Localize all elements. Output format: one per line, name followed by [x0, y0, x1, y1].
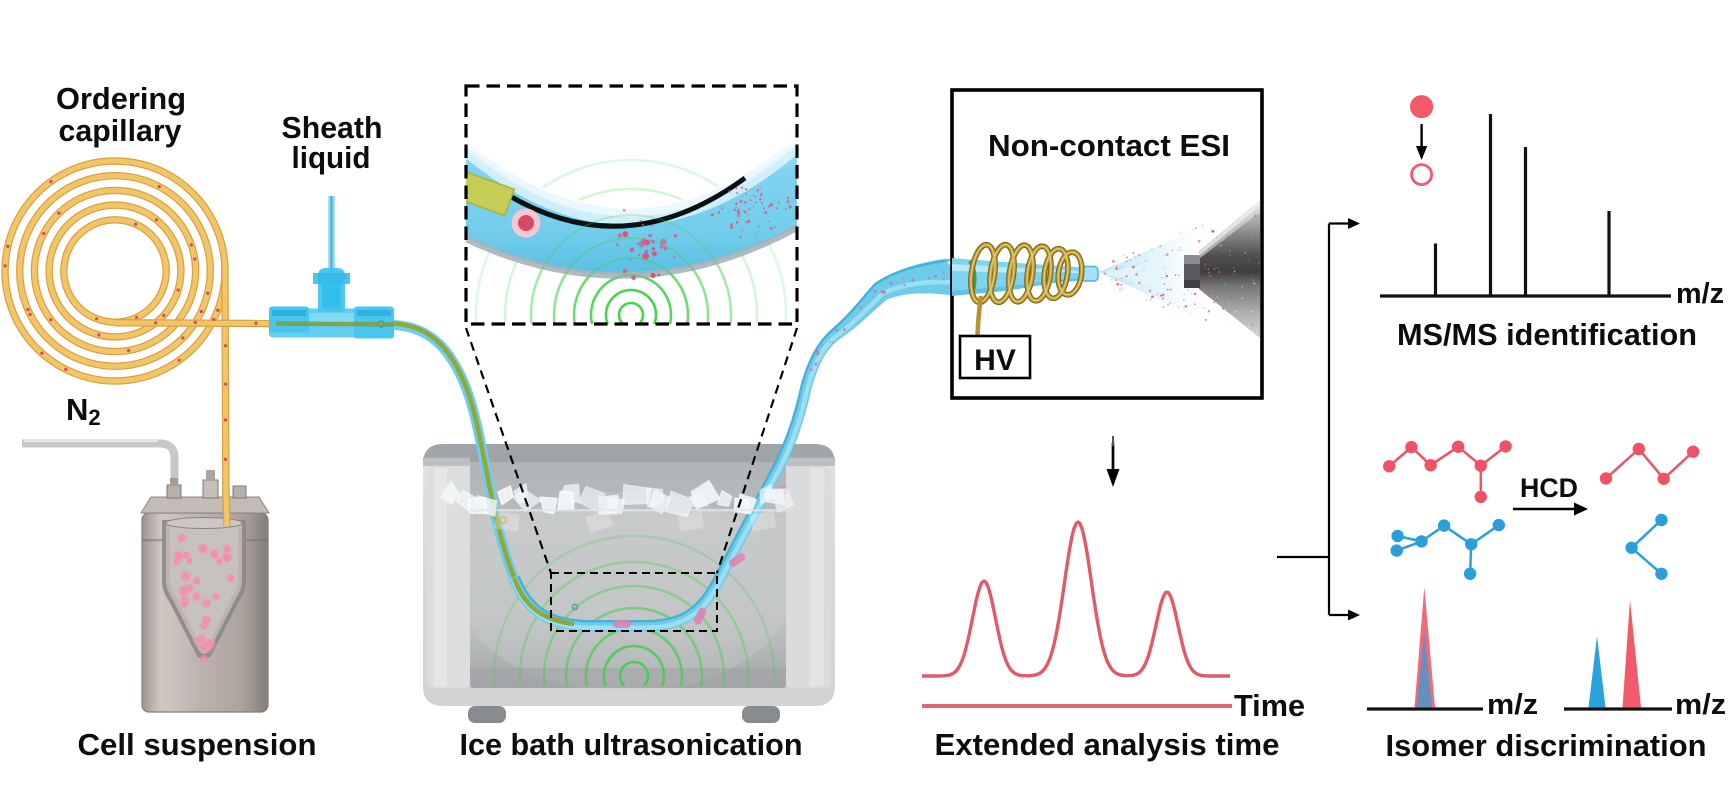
svg-text:liquid: liquid — [292, 140, 371, 175]
svg-text:Isomer discrimination: Isomer discrimination — [1386, 728, 1707, 763]
svg-text:HCD: HCD — [1520, 473, 1578, 503]
svg-text:capillary: capillary — [59, 113, 183, 148]
svg-text:m/z: m/z — [1676, 278, 1724, 310]
svg-text:Ice bath ultrasonication: Ice bath ultrasonication — [460, 727, 803, 762]
svg-text:MS/MS identification: MS/MS identification — [1397, 317, 1697, 352]
svg-text:m/z: m/z — [1487, 689, 1538, 721]
svg-text:Ordering: Ordering — [56, 81, 186, 116]
svg-text:HV: HV — [974, 344, 1016, 377]
svg-text:Time: Time — [1234, 688, 1305, 723]
svg-text:Cell suspension: Cell suspension — [78, 727, 317, 762]
svg-text:Non-contact ESI: Non-contact ESI — [988, 128, 1230, 163]
svg-text:m/z: m/z — [1675, 689, 1726, 721]
svg-text:Sheath: Sheath — [282, 110, 383, 145]
svg-text:Extended analysis time: Extended analysis time — [935, 727, 1280, 762]
